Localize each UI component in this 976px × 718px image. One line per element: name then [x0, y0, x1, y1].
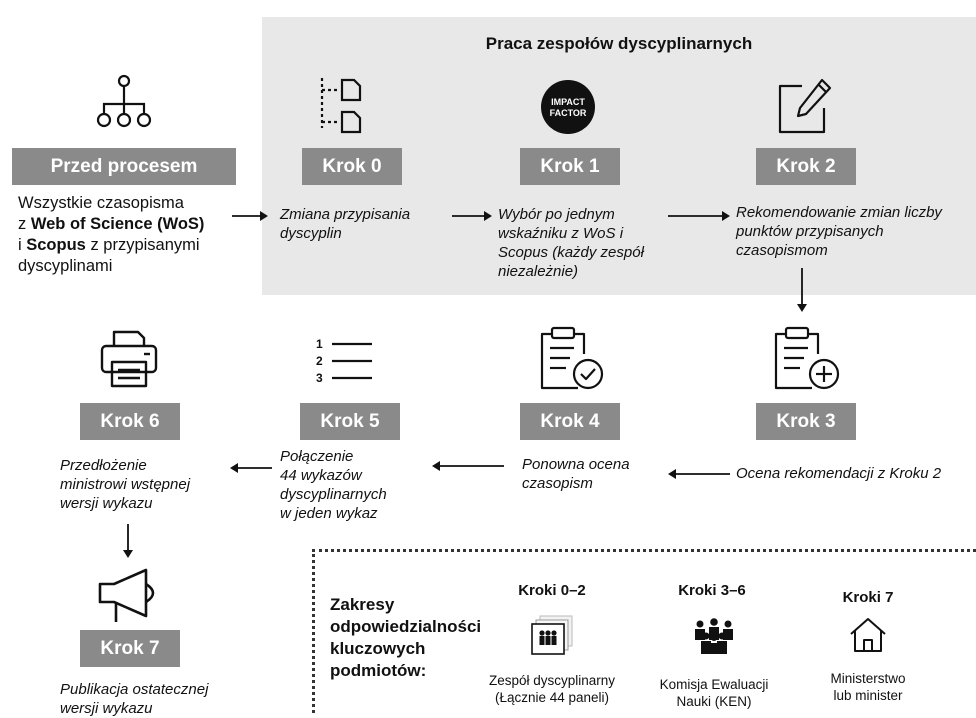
team-icon	[531, 615, 573, 655]
intro-line-2: z Web of Science (WoS)	[18, 215, 205, 233]
edit-note-icon	[778, 78, 832, 134]
intro-line-3: i Scopus z przypisanymi	[18, 236, 200, 254]
document-tree-icon	[320, 78, 362, 134]
clipboard-check-icon	[540, 326, 604, 390]
factor-text: FACTOR	[550, 108, 587, 118]
arrow-step2-to-step3	[797, 268, 807, 312]
panel-title: Praca zespołów dyscyplinarnych	[485, 34, 753, 53]
intro-line-4: dyscyplinami	[18, 257, 113, 275]
arrow-step5-to-step6	[230, 463, 272, 473]
clipboard-plus-icon	[774, 326, 840, 390]
responsibility-title: Zakresy odpowiedzialności kluczowych pod…	[330, 595, 482, 680]
house-icon	[850, 618, 886, 652]
org-hierarchy-icon	[96, 74, 152, 128]
responsibility-group-2-head: Kroki 3–6	[678, 582, 746, 599]
arrow-step6-to-step7	[123, 524, 133, 558]
step-2-label: Krok 2	[756, 148, 856, 185]
responsibility-group-1-head: Kroki 0–2	[518, 582, 586, 599]
before-process-label: Przed procesem	[12, 148, 236, 185]
intro-line-1: Wszystkie czasopisma	[18, 194, 184, 212]
impact-factor-icon: IMPACT FACTOR	[541, 80, 595, 134]
responsibility-group-3-head: Kroki 7	[842, 589, 894, 606]
step-1-label: Krok 1	[520, 148, 620, 185]
arrow-step4-to-step5	[432, 461, 504, 471]
step-3-description: Ocena rekomendacji z Kroku 2	[736, 465, 942, 482]
step-4-label: Krok 4	[520, 403, 620, 440]
numbered-list-icon: 1 2 3	[316, 337, 372, 385]
arrow-before-to-step0	[232, 211, 268, 221]
step-5-label: Krok 5	[300, 403, 400, 440]
list-number-1: 1	[316, 337, 323, 351]
arrow-step0-to-step1	[452, 211, 492, 221]
list-number-3: 3	[316, 371, 323, 385]
responsibility-border-top	[312, 549, 976, 552]
megaphone-icon	[98, 568, 155, 622]
step-6-label: Krok 6	[80, 403, 180, 440]
responsibility-border-left	[312, 549, 315, 713]
crowd-icon	[695, 618, 733, 654]
step-0-label: Krok 0	[302, 148, 402, 185]
list-number-2: 2	[316, 354, 323, 368]
before-description: Wszystkie czasopisma z Web of Science (W…	[18, 193, 258, 277]
printer-icon	[100, 330, 158, 388]
responsibility-group-1-label: Zespół dyscyplinarny(Łącznie 44 paneli)	[488, 673, 616, 705]
impact-text: IMPACT	[551, 97, 585, 107]
step-7-label: Krok 7	[80, 630, 180, 667]
step-3-label: Krok 3	[756, 403, 856, 440]
arrow-step1-to-step2	[668, 211, 730, 221]
arrow-step3-to-step4	[668, 469, 730, 479]
